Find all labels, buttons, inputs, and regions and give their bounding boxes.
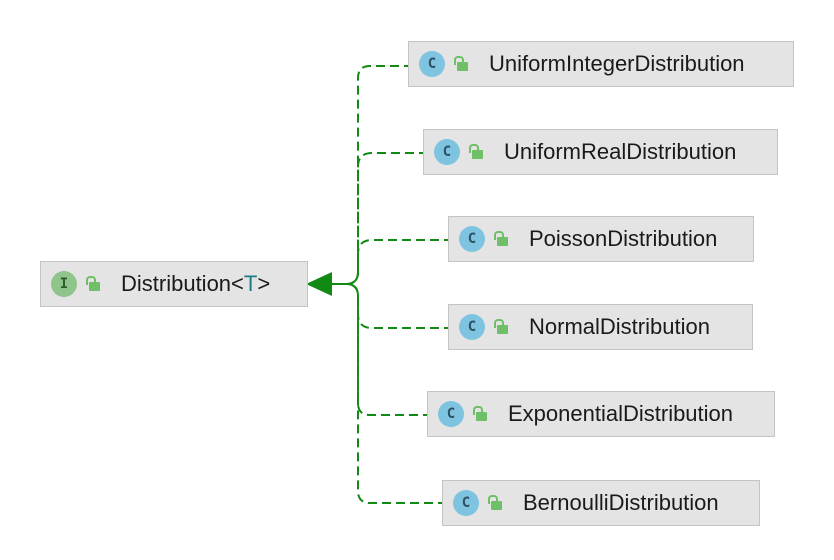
class-node-normal-distribution[interactable]: C NormalDistribution (448, 304, 753, 350)
type-parameter: T (243, 271, 258, 296)
class-node-exponential-distribution[interactable]: C ExponentialDistribution (427, 391, 775, 437)
class-name: BernoulliDistribution (523, 490, 719, 515)
interface-name: Distribution<T> (121, 271, 271, 296)
edge-exponential (328, 283, 432, 416)
class-icon: C (419, 51, 445, 77)
edge-uniform-real (328, 152, 428, 285)
public-lock-icon (453, 54, 471, 74)
inheritance-arrowhead (306, 272, 332, 296)
class-icon: C (434, 139, 460, 165)
public-lock-icon (493, 317, 511, 337)
public-lock-icon (472, 404, 490, 424)
class-node-uniform-real-distribution[interactable]: C UniformRealDistribution (423, 129, 778, 175)
public-lock-icon (487, 493, 505, 513)
edge-normal (328, 283, 453, 329)
class-icon: C (453, 490, 479, 516)
class-icon: C (459, 226, 485, 252)
class-node-uniform-integer-distribution[interactable]: C UniformIntegerDistribution (408, 41, 794, 87)
interface-node-distribution[interactable]: I Distribution<T> (40, 261, 308, 307)
class-node-poisson-distribution[interactable]: C PoissonDistribution (448, 216, 754, 262)
class-icon: C (438, 401, 464, 427)
class-name: UniformIntegerDistribution (489, 51, 745, 76)
class-node-bernoulli-distribution[interactable]: C BernoulliDistribution (442, 480, 760, 526)
public-lock-icon (468, 142, 486, 162)
class-name: PoissonDistribution (529, 226, 718, 251)
edge-uniform-integer (328, 65, 413, 285)
class-name: ExponentialDistribution (508, 401, 734, 426)
public-lock-icon (493, 229, 511, 249)
class-name: NormalDistribution (529, 314, 710, 339)
public-lock-icon (85, 274, 103, 294)
interface-icon: I (51, 271, 77, 297)
edge-poisson (328, 239, 453, 285)
class-name: UniformRealDistribution (504, 139, 737, 164)
class-icon: C (459, 314, 485, 340)
